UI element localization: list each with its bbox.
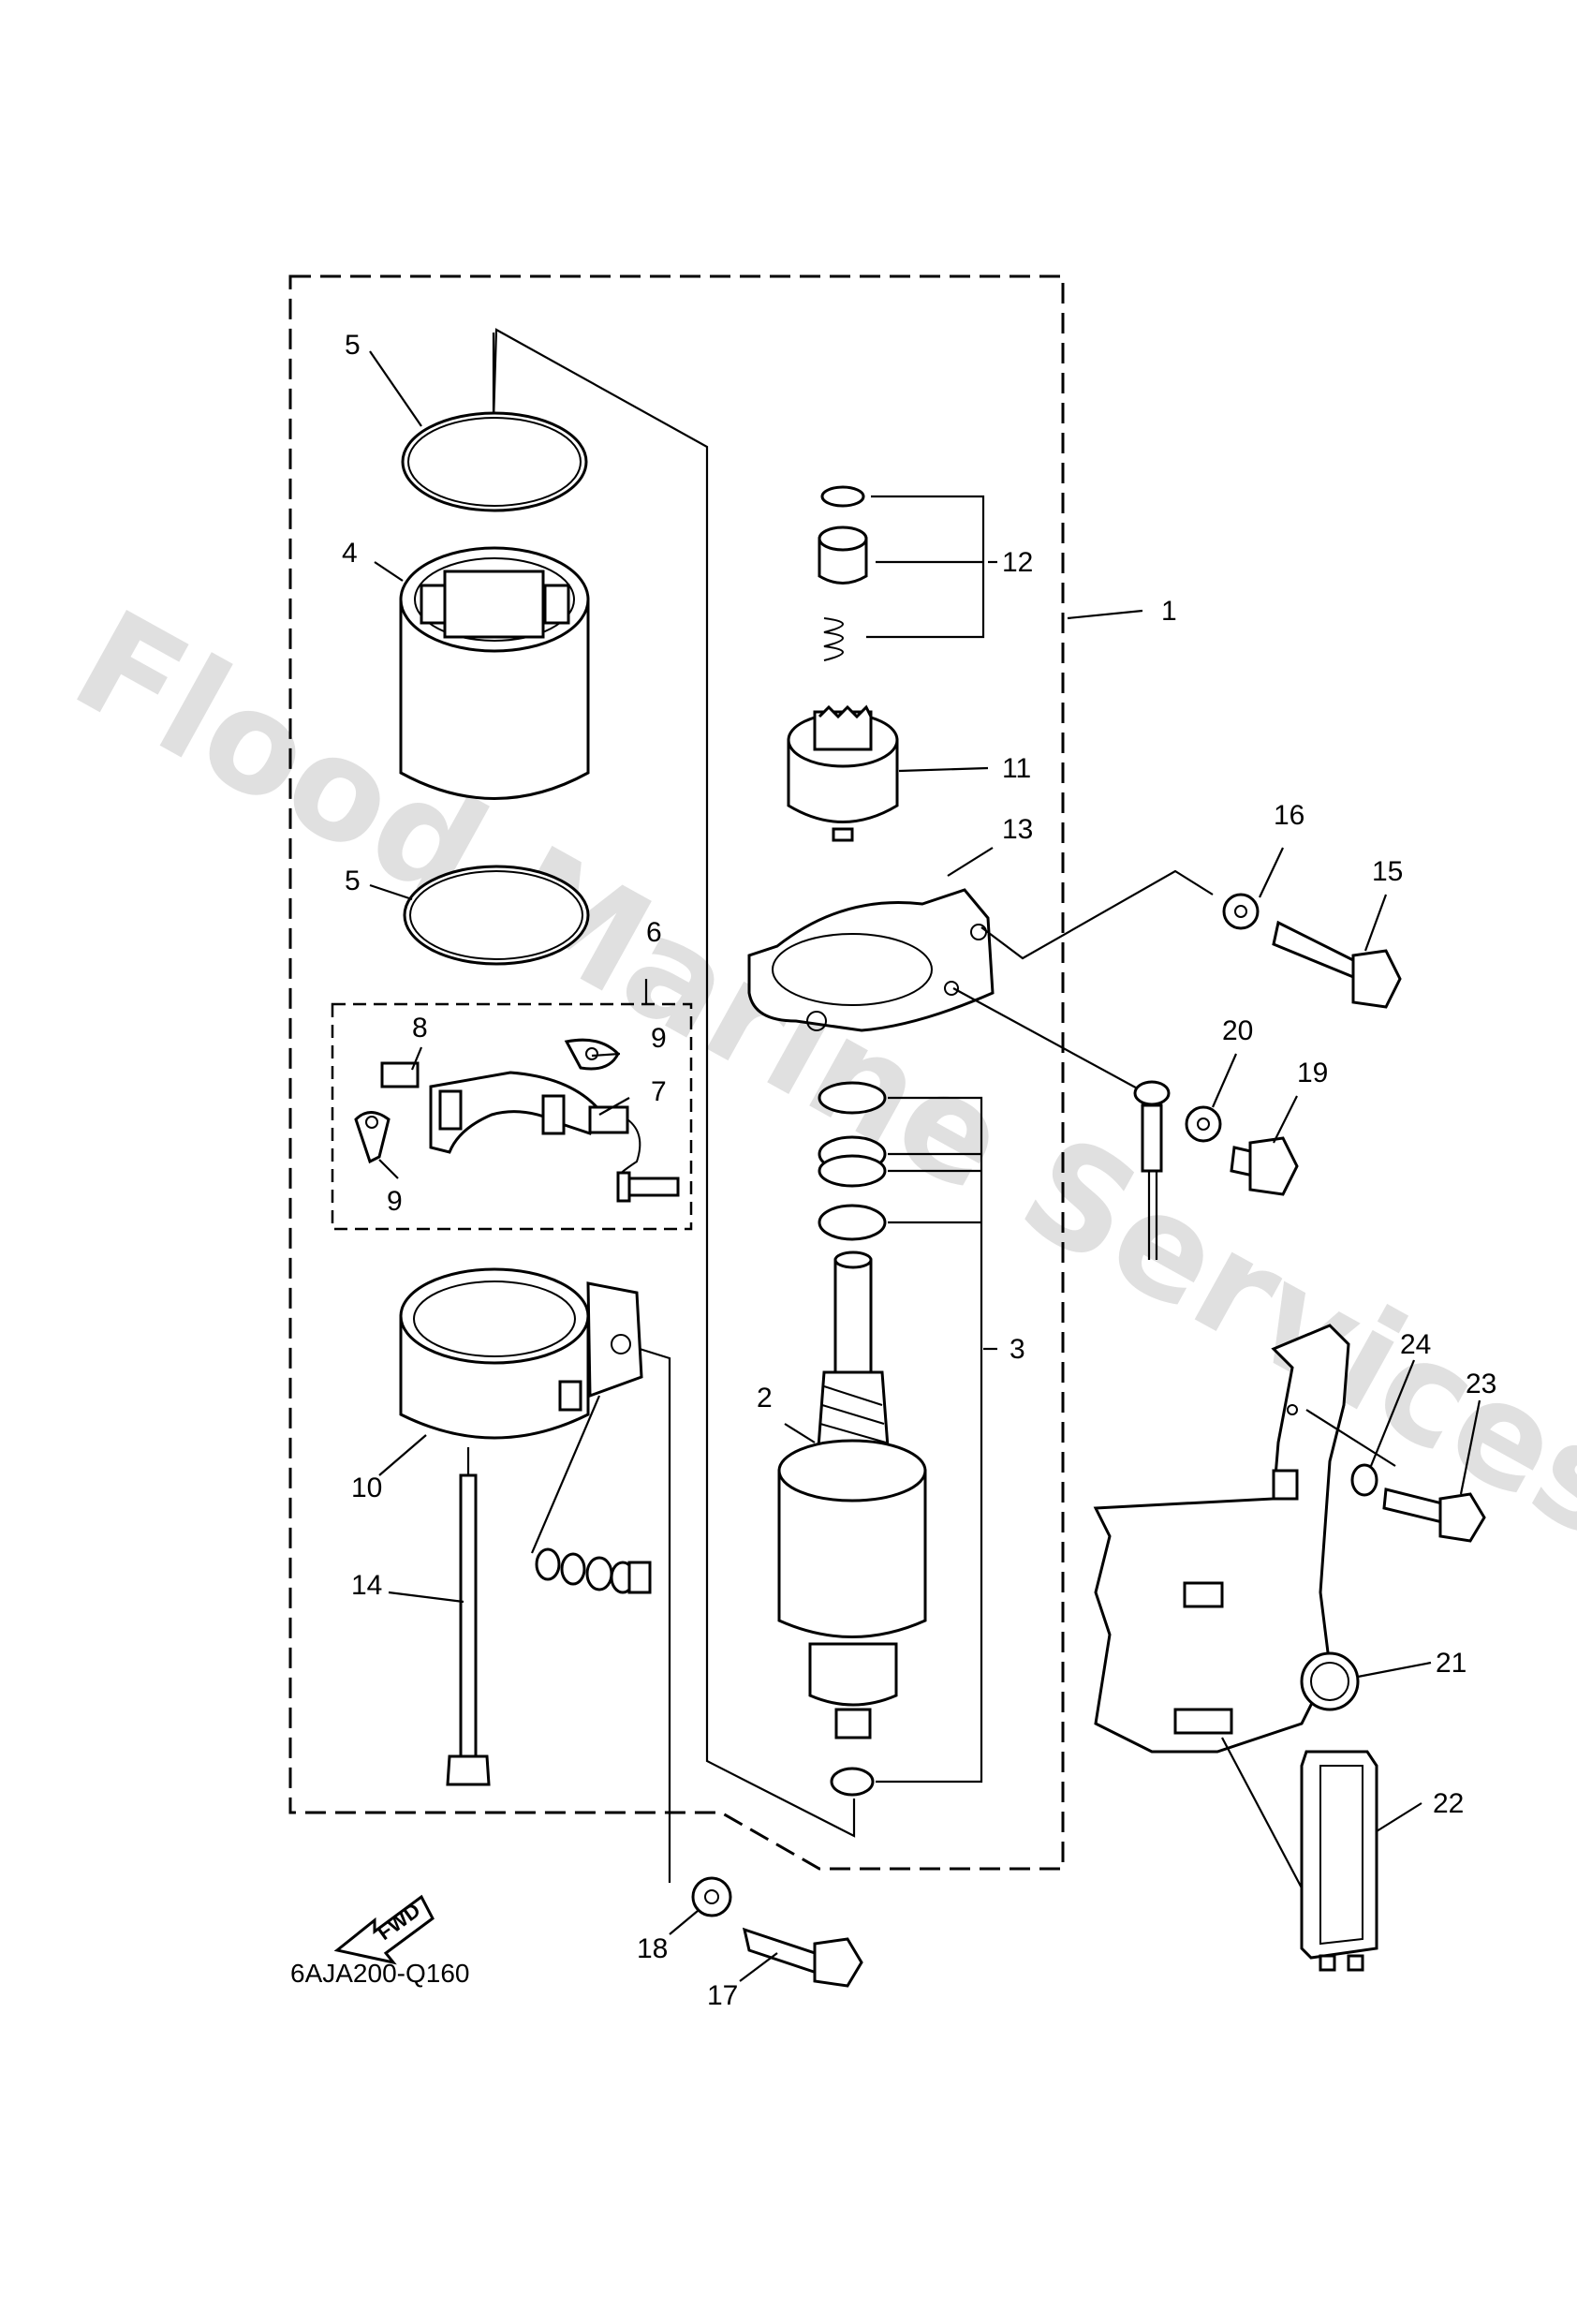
callout-16: 16 xyxy=(1274,800,1304,831)
callout-2: 2 xyxy=(757,1383,773,1414)
assembly-outline xyxy=(288,274,1065,1871)
callout-9-left: 9 xyxy=(387,1186,403,1217)
brush-holder-outline xyxy=(331,1002,693,1231)
yoke-part-4 xyxy=(399,546,590,800)
washer-16-hole xyxy=(1234,905,1247,918)
o-ring-top xyxy=(401,411,588,512)
diagram-code: 6AJA200-Q160 xyxy=(290,1959,469,1988)
callout-numbers: 1 2 3 4 5 5 6 7 8 9 9 10 11 12 13 14 15 … xyxy=(342,330,1496,2011)
guide-line-21-22 xyxy=(1221,1737,1307,1898)
washers-part-3 xyxy=(818,1081,887,1797)
nut-washer-set xyxy=(530,1395,652,1594)
callout-leaders xyxy=(369,350,1481,1982)
end-frame-part-10 xyxy=(399,1267,643,1440)
bolt-part-15 xyxy=(1272,920,1402,1009)
callout-24: 24 xyxy=(1400,1329,1431,1360)
callout-17: 17 xyxy=(707,1980,738,2011)
callout-5-top: 5 xyxy=(345,330,361,361)
bracket-part-13 xyxy=(747,888,995,1032)
callout-10: 10 xyxy=(351,1473,382,1503)
callout-9-right: 9 xyxy=(651,1023,667,1054)
washer-part-18 xyxy=(691,1876,732,1917)
washer-part-24 xyxy=(1350,1463,1378,1497)
callout-4: 4 xyxy=(342,538,358,569)
bolt-part-23 xyxy=(1382,1488,1486,1543)
callout-8: 8 xyxy=(412,1013,428,1044)
callout-1: 1 xyxy=(1161,596,1177,627)
o-ring-bottom xyxy=(403,865,590,966)
callout-15: 15 xyxy=(1372,856,1403,887)
bolt-part-17 xyxy=(742,1927,863,1988)
callout-14: 14 xyxy=(351,1570,382,1601)
callout-12: 12 xyxy=(1002,547,1033,578)
pinion-clutch-part-11 xyxy=(787,704,899,842)
callout-5-bottom: 5 xyxy=(345,866,361,896)
callout-7: 7 xyxy=(651,1076,667,1107)
bracket-3 xyxy=(876,1096,983,1784)
washer-part-20 xyxy=(1185,1105,1222,1143)
o-ring-bottom-inner xyxy=(409,870,583,960)
callout-22: 22 xyxy=(1433,1788,1464,1819)
washer-20-hole xyxy=(1197,1118,1210,1131)
cover-part-22 xyxy=(1300,1750,1378,1972)
callout-6: 6 xyxy=(646,917,662,948)
brush-holder-parts xyxy=(354,1038,680,1203)
cover-part-21 xyxy=(1093,1324,1360,1754)
callout-21: 21 xyxy=(1436,1648,1466,1679)
washer-18-hole xyxy=(704,1889,719,1904)
callout-3: 3 xyxy=(1010,1334,1025,1365)
guide-line-10-17 xyxy=(639,1347,671,1883)
callout-13: 13 xyxy=(1002,814,1033,845)
armature-part-2 xyxy=(777,1251,927,1739)
callout-19: 19 xyxy=(1297,1058,1328,1088)
guide-line-13-20 xyxy=(952,987,1143,1092)
through-bolt-part-14 xyxy=(446,1447,491,1786)
bracket-12 xyxy=(866,495,985,639)
pinion-stop-set-part-12 xyxy=(818,485,868,661)
fwd-arrow-icon: FWD xyxy=(333,1894,435,1965)
o-ring-top-inner xyxy=(407,417,582,507)
guide-line-13-16 xyxy=(980,869,1214,960)
guide-line-21-24 xyxy=(1305,1409,1396,1467)
callout-18: 18 xyxy=(637,1933,668,1964)
callout-23: 23 xyxy=(1466,1369,1496,1399)
bolt-part-19 xyxy=(1230,1136,1299,1196)
callout-11: 11 xyxy=(1002,753,1031,784)
washer-part-16 xyxy=(1222,893,1260,930)
lead-wire-terminal xyxy=(1133,1080,1171,1260)
callout-20: 20 xyxy=(1222,1015,1253,1046)
